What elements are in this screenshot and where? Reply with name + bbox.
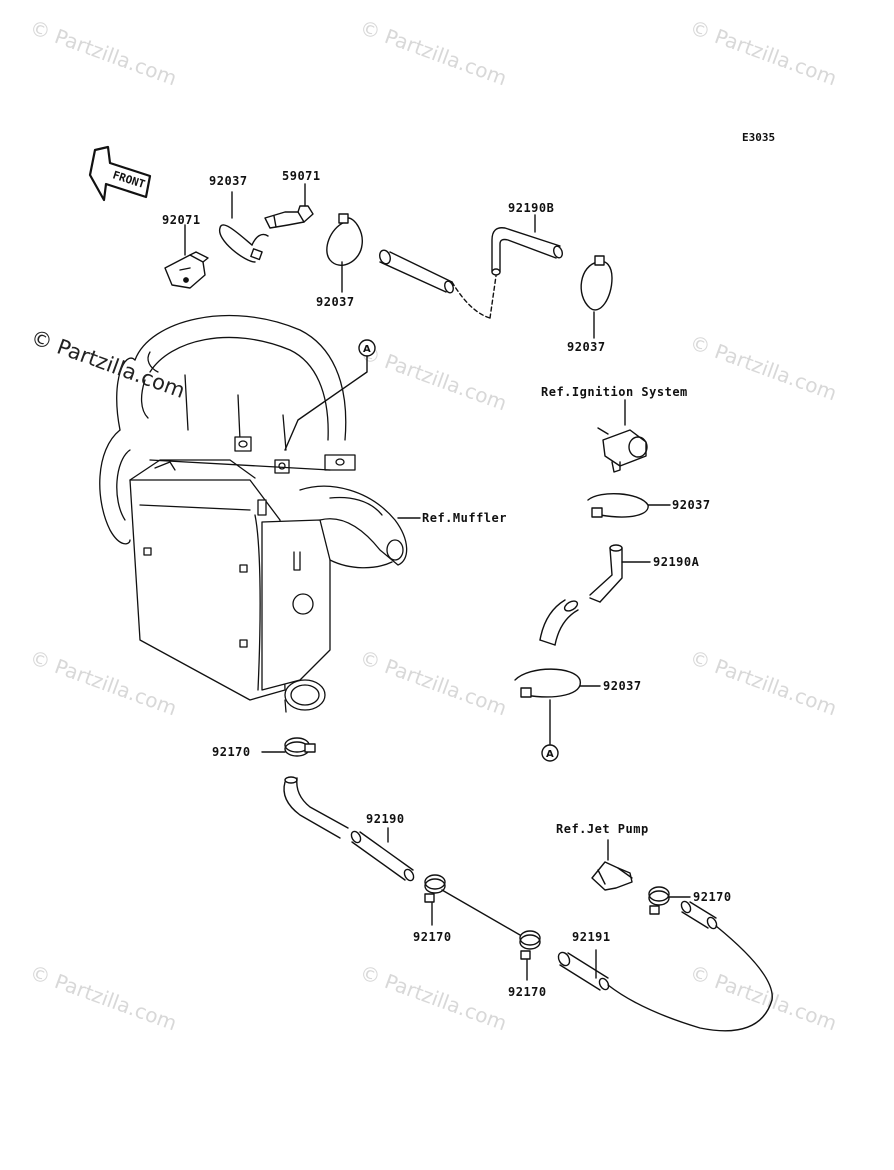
- front-arrow-icon: FRONT: [88, 145, 152, 202]
- ignition-part: [597, 399, 648, 473]
- label-92037-b: 92037: [316, 295, 355, 309]
- fitting-59071: [264, 183, 314, 229]
- clamp-92037-e: [514, 668, 601, 745]
- ref-marker-a-top: A: [284, 339, 376, 451]
- clamp-92037-d: [587, 492, 671, 518]
- clamp-92170-b: [424, 874, 521, 936]
- label-92170-a: 92170: [212, 745, 251, 759]
- clamp-92037-a: [219, 191, 269, 263]
- label-ref-muffler: Ref.Muffler: [422, 511, 507, 525]
- clamp-92170-d: [648, 886, 691, 915]
- label-92190A: 92190A: [653, 555, 700, 569]
- jet-pump-fitting: [591, 839, 633, 891]
- hose-92191: [557, 925, 773, 1032]
- label-92037-c: 92037: [567, 340, 606, 354]
- label-92071: 92071: [162, 213, 201, 227]
- label-92037-e: 92037: [603, 679, 642, 693]
- clamp-92037-c: [580, 255, 613, 339]
- hose-92190: [283, 776, 415, 882]
- ref-marker-a-bottom: A: [541, 744, 559, 762]
- label-ref-ignition: Ref.Ignition System: [541, 385, 688, 399]
- label-92170-c: 92170: [508, 985, 547, 999]
- label-ref-jet-pump: Ref.Jet Pump: [556, 822, 649, 836]
- hose-92190B: [379, 214, 563, 319]
- label-92037-a: 92037: [209, 174, 248, 188]
- muffler-assembly: [99, 314, 408, 713]
- label-92170-b: 92170: [413, 930, 452, 944]
- label-92190B: 92190B: [508, 201, 555, 215]
- label-92191: 92191: [572, 930, 611, 944]
- hose-92190A: [539, 544, 651, 646]
- plug-92071: [164, 224, 209, 289]
- label-92037-d: 92037: [672, 498, 711, 512]
- svg-text:A: A: [546, 749, 554, 760]
- hose-piece-right: [680, 900, 718, 930]
- svg-text:A: A: [363, 344, 371, 355]
- label-92190: 92190: [366, 812, 405, 826]
- clamp-92037-b: [326, 213, 363, 293]
- label-59071: 59071: [282, 169, 321, 183]
- diagram-code: E3035: [742, 131, 775, 144]
- clamp-92170-c: [519, 930, 541, 981]
- clamp-92170-a: [261, 737, 316, 757]
- label-92170-d: 92170: [693, 890, 732, 904]
